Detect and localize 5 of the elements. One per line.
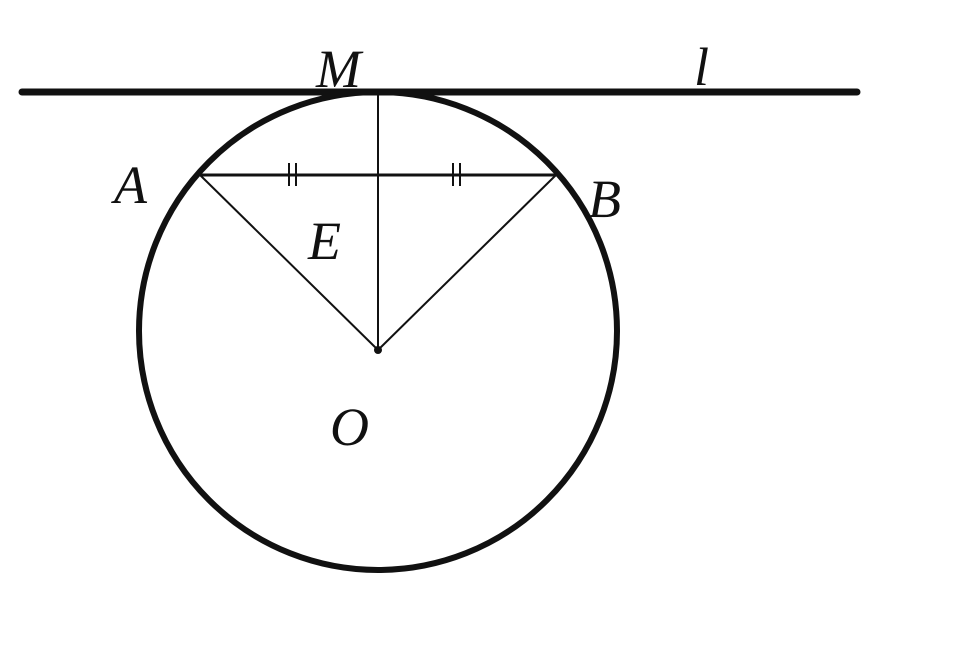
point-label: O <box>330 400 369 454</box>
point-label: B <box>588 172 621 226</box>
line-label: l <box>694 40 710 94</box>
point-label: M <box>316 42 361 96</box>
point-label: E <box>308 214 341 268</box>
